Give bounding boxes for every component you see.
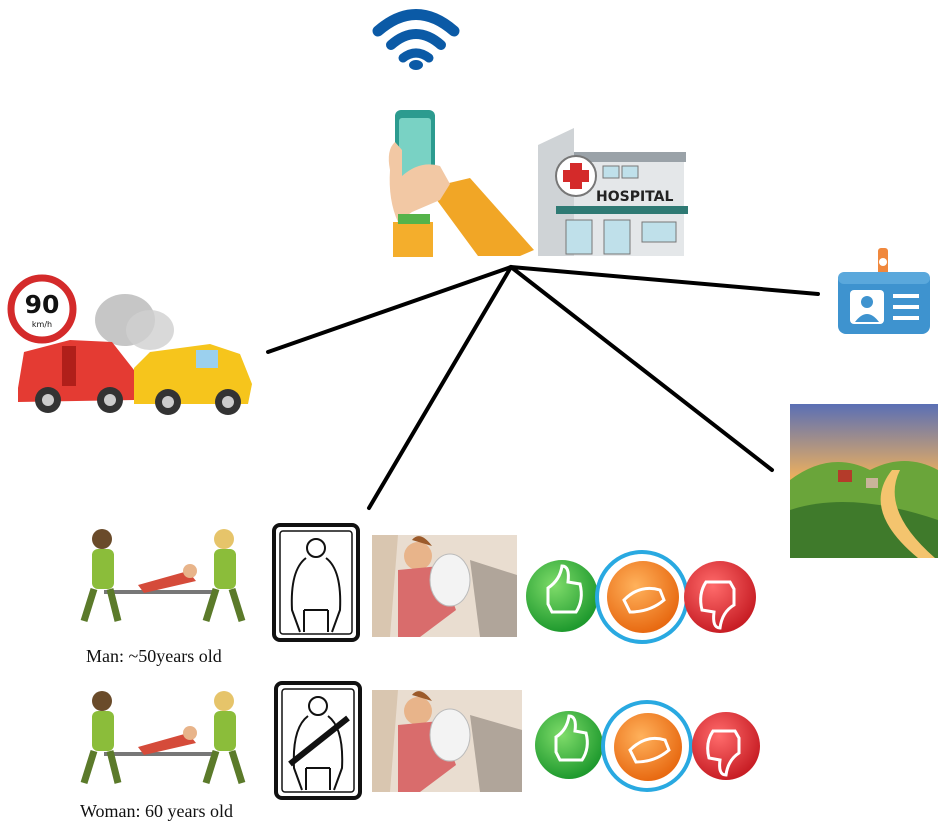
car-crash-icon (18, 294, 252, 415)
line-to-crash (266, 265, 513, 354)
connector-lines (266, 265, 820, 510)
seatbelt-off-icon (272, 523, 360, 642)
stretcher-icon (80, 691, 246, 785)
line-to-victims (367, 265, 513, 510)
seatbelt-on-icon (274, 681, 362, 800)
wifi-icon (372, 9, 460, 70)
selection-ring (601, 700, 693, 792)
line-to-id-badge (509, 265, 820, 296)
thumbs-up-icon (535, 711, 603, 779)
person-caption-man: Man: ~50years old (86, 646, 222, 666)
airbag-icon (372, 535, 517, 637)
thumbs-down-icon (684, 561, 756, 633)
thumbs-up-icon (526, 560, 598, 632)
person-caption-woman: Woman: 60 years old (80, 801, 234, 821)
thumbs-down-icon (692, 712, 760, 780)
smartphone-hand-icon (388, 110, 534, 257)
thumbs-sideways-icon (607, 561, 679, 633)
speed-limit-unit: km/h (32, 320, 52, 329)
thumbs-sideways-icon (614, 713, 682, 781)
hospital-icon: HOSPITAL (538, 128, 688, 256)
stretcher-icon (80, 529, 246, 623)
airbag-icon (372, 690, 522, 792)
speed-limit-value: 90 (25, 290, 60, 319)
hospital-sign: HOSPITAL (596, 189, 673, 205)
id-badge-icon (838, 248, 930, 334)
countryside-icon (790, 404, 938, 558)
speed-limit-sign: 90 km/h (7, 274, 77, 344)
line-to-countryside (509, 265, 774, 472)
rating-row-1 (526, 550, 756, 644)
rating-row-2 (535, 700, 760, 792)
